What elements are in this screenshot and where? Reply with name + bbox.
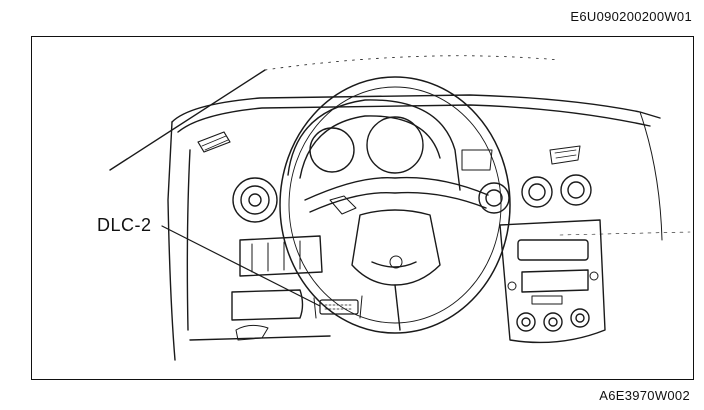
illustration-frame [31,36,694,380]
steering-wheel [279,76,511,334]
figure-code: E6U090200200W01 [570,9,692,24]
dlc2-label: DLC-2 [97,215,152,235]
dlc2-connector [313,295,363,319]
part-code: A6E3970W002 [599,388,690,403]
windshield-line [109,69,266,171]
callout-leader-line [161,225,321,307]
